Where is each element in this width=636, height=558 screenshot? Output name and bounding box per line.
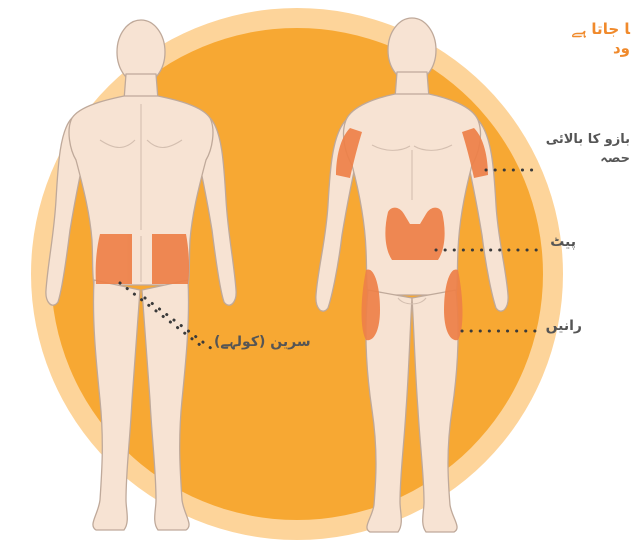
site-back-right-buttock bbox=[152, 234, 189, 284]
label-upper-arm-line-1: بازو کا بالائی bbox=[546, 130, 630, 149]
site-back-left-buttock bbox=[96, 234, 132, 284]
label-thighs: رانیں bbox=[546, 318, 582, 334]
label-upper-arm: بازو کا بالائی حصہ bbox=[546, 130, 630, 168]
title-line-2: ﻭﺩ bbox=[572, 39, 630, 58]
title-line-1: ﺎ ﺟﺎﺗﺎ ﮨﮯ bbox=[572, 20, 630, 39]
page-title: ﺎ ﺟﺎﺗﺎ ﮨﮯ ﻭﺩ bbox=[572, 20, 630, 58]
label-buttocks: سرین (کولہے) bbox=[214, 334, 311, 350]
label-abdomen: پیٹ bbox=[550, 234, 576, 250]
label-upper-arm-line-2: حصہ bbox=[546, 149, 630, 168]
